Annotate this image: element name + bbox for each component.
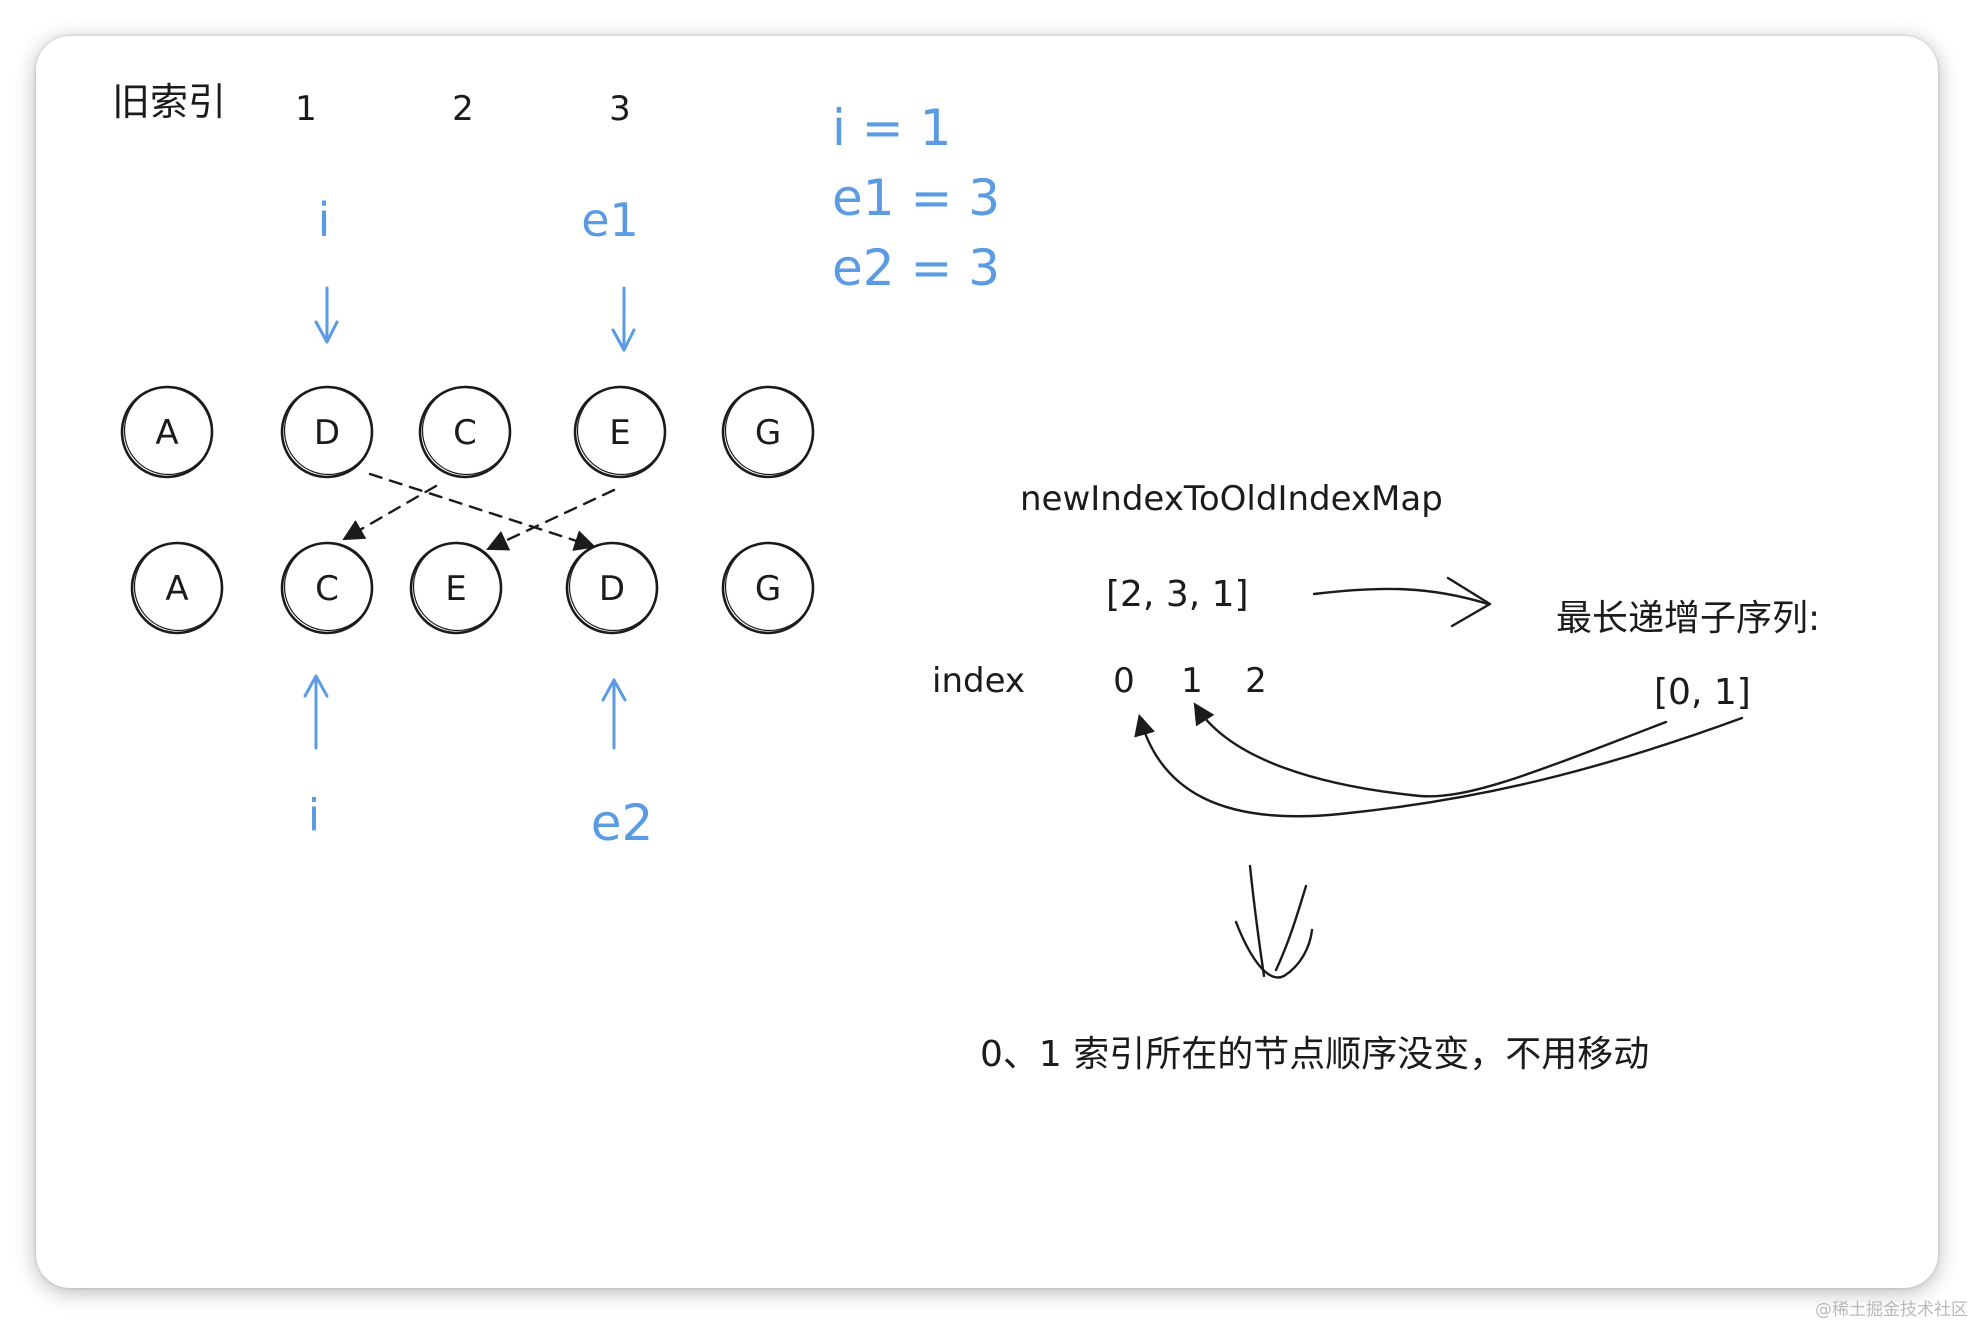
old-node-label: A [155,413,178,453]
old-index-1: 1 [295,89,317,129]
old-node-c: C [418,385,512,479]
new-node-c: C [280,541,374,635]
new-node-g: G [721,541,815,635]
var-e2: e2 = 3 [832,239,1000,297]
index-0: 0 [1113,661,1135,701]
map-value: [2, 3, 1] [1106,574,1249,615]
lis-value: [0, 1] [1654,672,1751,713]
old-node-label: G [755,413,781,453]
lis-title: 最长递增子序列: [1556,598,1820,639]
new-node-e: E [409,541,503,635]
index-2: 2 [1245,661,1267,701]
move-arrow-c [342,484,438,541]
old-node-label: D [314,413,340,453]
index-label: index [932,661,1025,701]
new-node-label: E [445,569,466,609]
pointer-i-bottom: i [308,790,320,841]
new-node-label: D [599,569,625,609]
old-node-a: A [120,385,214,479]
new-node-label: G [755,569,781,609]
map-to-lis-arrow [1312,576,1492,628]
var-i: i = 1 [832,99,951,157]
big-down-arrow-icon [1234,864,1314,979]
old-index-title: 旧索引 [112,80,226,124]
pointer-e1: e1 [581,193,639,247]
arrow-up-e2-icon [601,678,627,750]
old-index-3: 3 [609,89,631,129]
old-node-g: G [721,385,815,479]
index-1: 1 [1181,661,1203,701]
diagram-card [36,36,1938,1288]
map-title: newIndexToOldIndexMap [1020,479,1443,519]
new-node-a: A [130,541,224,635]
old-node-e: E [573,385,667,479]
lis-curve-to-1 [1193,702,1668,798]
new-node-label: A [165,569,188,609]
var-e1: e1 = 3 [832,169,1000,227]
move-arrow-e [486,488,616,551]
old-index-2: 2 [452,89,474,129]
new-node-d: D [565,541,659,635]
old-node-label: E [609,413,630,453]
arrow-up-i-icon [303,674,329,750]
arrow-down-e1-icon [611,286,636,352]
pointer-e2: e2 [591,794,654,852]
lis-curve-to-0 [1134,713,1744,818]
arrow-down-i-icon [314,286,339,344]
watermark: @稀土掘金技术社区 [1815,1300,1968,1320]
move-arrow-d [368,472,597,551]
conclusion-text: 0、1 索引所在的节点顺序没变，不用移动 [980,1034,1649,1075]
old-node-label: C [453,413,477,453]
pointer-i-top: i [318,193,331,247]
old-node-d: D [280,385,374,479]
new-node-label: C [315,569,339,609]
